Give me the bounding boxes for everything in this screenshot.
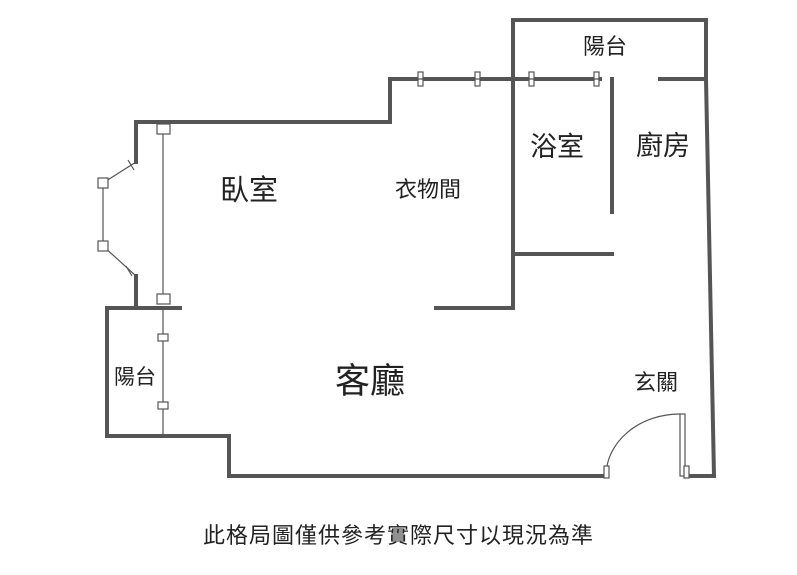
room-label-living-room: 客廳 — [335, 362, 405, 402]
wall-top-balcony — [511, 18, 708, 310]
door-swing-arc — [605, 413, 681, 477]
room-label-kitchen: 廚房 — [636, 131, 690, 162]
window-bay — [102, 161, 137, 277]
room-label-closet: 衣物間 — [395, 178, 461, 203]
wall-bottom-main — [161, 434, 608, 478]
room-label-bathroom: 浴室 — [530, 132, 584, 163]
window-cap — [157, 401, 169, 410]
wall-bedroom-top — [134, 77, 418, 164]
window-cap — [97, 240, 109, 252]
disclaimer-text: 此格局圖僅供參考實際尺寸以現況為準 — [202, 524, 594, 549]
wall-right — [703, 76, 717, 479]
window-cap — [156, 123, 171, 135]
window-cap — [156, 293, 171, 305]
interior-walls — [434, 77, 614, 310]
windows — [97, 71, 600, 436]
outer-walls — [105, 18, 717, 479]
room-label-balcony-top: 陽台 — [583, 35, 627, 60]
room-label-entrance: 玄關 — [634, 371, 678, 396]
room-label-bedroom: 臥室 — [220, 173, 278, 207]
window-cap — [97, 177, 109, 189]
door-jamb — [603, 465, 610, 479]
room-label-balcony-left: 陽台 — [114, 365, 156, 389]
wall-left-balcony — [105, 306, 182, 438]
floor-plan: 臥室 衣物間 浴室 廚房 陽台 陽台 客廳 玄關 — [97, 18, 717, 479]
window-tick — [127, 159, 135, 171]
entrance-door — [603, 413, 690, 479]
door-leaf — [679, 413, 686, 477]
window-cap — [157, 333, 169, 342]
door-jamb — [683, 465, 690, 479]
window-tick — [125, 265, 133, 277]
